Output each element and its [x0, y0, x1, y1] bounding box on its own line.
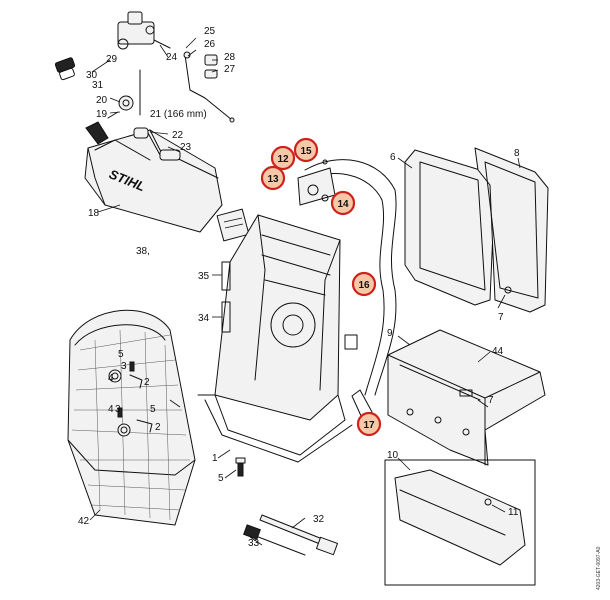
label-29: 29 — [106, 54, 118, 65]
tank-filter-part — [85, 121, 109, 145]
callout-13: 13 — [260, 165, 286, 191]
label-33: 33 — [248, 538, 260, 549]
screw-part — [235, 457, 246, 477]
hip-cushion-part — [387, 329, 546, 466]
label-32: 32 — [313, 514, 325, 525]
svg-text:17: 17 — [363, 420, 375, 431]
svg-text:15: 15 — [300, 146, 312, 157]
label-38: 38, — [136, 246, 150, 257]
label-23: 23 — [180, 142, 192, 153]
label-5a: 5 — [118, 349, 124, 360]
leader-lines — [89, 37, 521, 546]
fuel-line-part — [107, 69, 141, 119]
label-26: 26 — [204, 39, 216, 50]
callout-15: 15 — [293, 137, 319, 163]
fuel-tank-part: STIHL — [84, 129, 223, 233]
label-5c: 5 — [218, 473, 224, 484]
back-plate-part — [197, 214, 358, 463]
sticker-part — [216, 208, 250, 242]
label-10: 10 — [387, 450, 399, 461]
harness-carrier-part — [67, 309, 196, 526]
label-2b: 2 — [155, 422, 161, 433]
label-4a: 4 — [108, 373, 114, 384]
label-11: 11 — [508, 507, 519, 518]
label-25: 25 — [204, 26, 216, 37]
fuel-filter-part — [133, 127, 181, 161]
label-7a: 7 — [498, 312, 504, 323]
label-19: 19 — [96, 109, 108, 120]
label-3a: 3 — [121, 361, 127, 372]
label-6: 6 — [390, 152, 396, 163]
svg-text:12: 12 — [277, 154, 289, 165]
label-8: 8 — [514, 148, 520, 159]
label-30: 30 — [86, 70, 98, 81]
label-44: 44 — [492, 346, 504, 357]
spring-hardware-part — [108, 361, 153, 437]
label-18: 18 — [88, 208, 100, 219]
label-9: 9 — [387, 328, 393, 339]
label-28: 28 — [224, 52, 236, 63]
label-2a: 2 — [144, 377, 150, 388]
part-number-labels: 25 26 24 28 27 29 30 31 20 19 21 (166 mm… — [78, 26, 520, 549]
carburetor-part — [117, 11, 171, 50]
tool-set-part — [243, 514, 339, 556]
label-35: 35 — [198, 271, 210, 282]
label-1: 1 — [212, 453, 218, 464]
callout-12: 12 — [270, 145, 296, 171]
callout-14: 14 — [330, 190, 356, 216]
svg-text:16: 16 — [358, 280, 370, 291]
label-27: 27 — [224, 64, 236, 75]
label-20: 20 — [96, 95, 108, 106]
drawing-id: 4203-GET-0097-A0 — [596, 546, 602, 590]
label-31: 31 — [92, 80, 104, 91]
label-7b: 7 — [488, 395, 494, 406]
label-5b: 5 — [150, 404, 156, 415]
label-3b: 3 — [115, 404, 121, 415]
callout-16: 16 — [351, 271, 377, 297]
label-24: 24 — [166, 52, 178, 63]
fuel-cap-part — [54, 57, 76, 81]
label-34: 34 — [198, 313, 210, 324]
label-22: 22 — [172, 130, 184, 141]
label-42: 42 — [78, 516, 90, 527]
label-4b: 4 — [108, 404, 114, 415]
highlighted-callouts: 15 12 13 14 16 17 — [260, 137, 382, 437]
cushion-pad-8-part — [474, 147, 549, 313]
svg-text:13: 13 — [267, 174, 279, 185]
callout-17: 17 — [356, 411, 382, 437]
svg-text:14: 14 — [337, 199, 349, 210]
throttle-cable-part — [183, 51, 235, 123]
hip-belt-part — [384, 459, 536, 586]
fitting-27-28-part — [204, 54, 218, 79]
mesh-pattern — [71, 329, 190, 521]
shoulder-strap-part — [297, 159, 397, 419]
label-21: 21 (166 mm) — [150, 109, 207, 120]
